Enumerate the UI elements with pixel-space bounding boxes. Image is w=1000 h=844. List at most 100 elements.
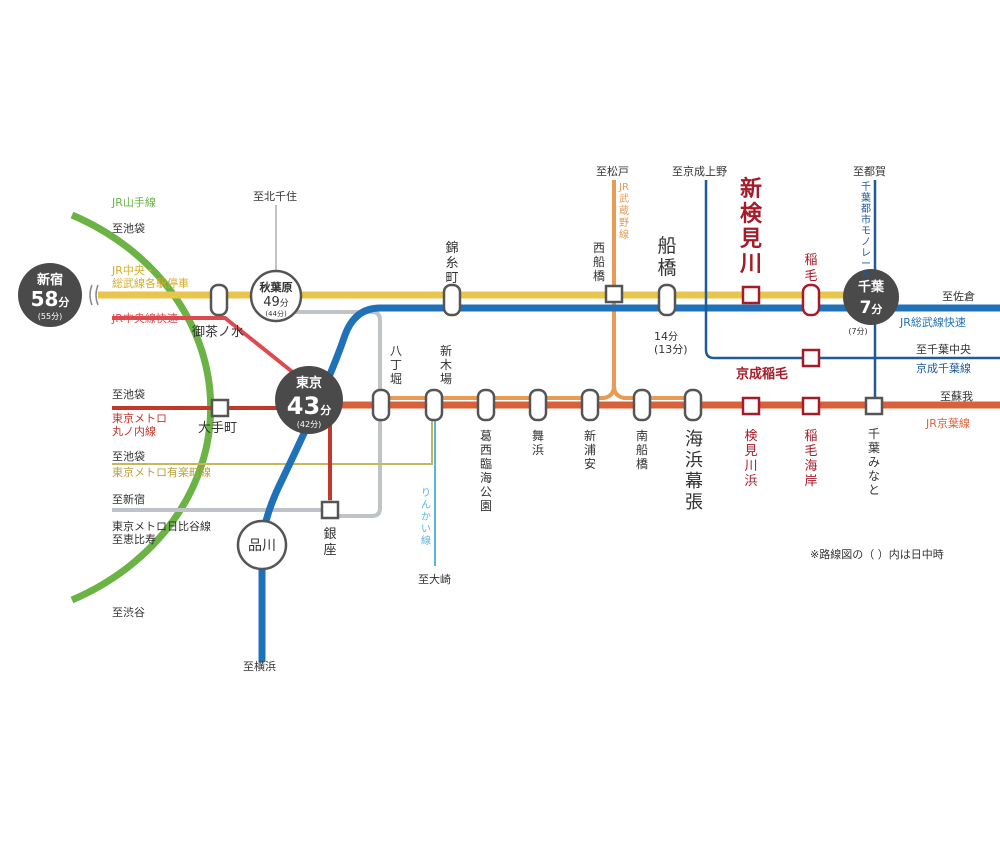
line-musashino — [380, 180, 616, 400]
shinurayasu-label-char: 浦 — [584, 443, 596, 457]
musashino-label-char: JR — [618, 182, 629, 193]
minamifunabashi-label-char: 南 — [636, 428, 648, 443]
station-marker-funabashi[interactable] — [657, 283, 677, 317]
station-marker-ochanomizu[interactable] — [209, 283, 229, 317]
ochanomizu-label: 御茶ノ水 — [192, 324, 244, 340]
kinshicho-label-char: 錦 — [445, 240, 458, 256]
shinagawa-name: 品川 — [248, 538, 276, 554]
inagekaigan-label-char: 稲 — [804, 429, 817, 444]
inage-label-char: 毛 — [804, 269, 817, 284]
dest-shibuya: 至渋谷 — [112, 606, 145, 619]
note: ※路線図の（ ）内は日中時 — [810, 547, 944, 561]
nishifunabashi-label-char: 西 — [593, 241, 605, 255]
rinkai-label-char: い — [421, 524, 431, 535]
inagekaigan-label-char: 岸 — [804, 474, 817, 489]
rinkai-label-char: 線 — [421, 534, 431, 547]
maihama-label-char: 浜 — [532, 443, 544, 457]
kemigawahama-label-char: 見 — [744, 444, 757, 459]
shinkemigawa-label-char: 見 — [740, 227, 762, 252]
station-marker-shinurayasu[interactable] — [580, 388, 600, 422]
dest-ikebukuro-2: 至池袋 — [112, 387, 145, 401]
kemigawahama-label-char: 川 — [744, 459, 757, 474]
station-marker-akihabara[interactable] — [249, 269, 303, 323]
akihabara-time: 49分 — [263, 295, 289, 310]
monorail-label-char: ー — [861, 259, 871, 270]
funabashi-label-char: 橋 — [657, 257, 676, 279]
hub-labels: 新宿 58分 (55分) 秋葉原 49分 (44分) 東京 43分 (42分) … — [31, 272, 885, 554]
station-marker-kasairinkai[interactable] — [476, 388, 496, 422]
kaihinmakuhari-label-char: 張 — [685, 492, 703, 513]
dest-shinjuku: 至新宿 — [112, 492, 145, 506]
shinjuku-sub: (55分) — [38, 312, 62, 321]
line-yurakucho — [112, 410, 433, 465]
chibaminato-label-char: 葉 — [868, 441, 880, 455]
kinshicho-label-char: 町 — [445, 271, 458, 286]
hatchobori-label-char: 八 — [390, 344, 402, 358]
hatchobori-label-char: 堀 — [390, 371, 402, 386]
ginza-label-char: 銀 — [323, 527, 336, 542]
station-marker-minamifunabashi[interactable] — [632, 388, 652, 422]
nishifunabashi-label-char: 橋 — [593, 269, 605, 283]
horizontal-labels: JR山手線 至池袋 JR中央・ 総武線各駅停車 JR中央線快速 御茶ノ水 至池袋… — [111, 164, 975, 673]
dest-sakura: 至佐倉 — [942, 289, 975, 303]
station-marker-kaihinmakuhari[interactable] — [683, 388, 703, 422]
funabashi-label-char: 船 — [657, 235, 676, 257]
shinurayasu-label-char: 新 — [584, 428, 596, 443]
station-marker-shinjuku[interactable] — [18, 263, 82, 327]
station-marker-shinkiba[interactable] — [424, 388, 444, 422]
chiba-name: 千葉 — [858, 279, 885, 295]
station-marker-inage[interactable] — [801, 283, 821, 317]
yurakucho-label: 東京メトロ有楽町線 — [112, 465, 211, 479]
kemigawahama-label-char: 浜 — [744, 474, 757, 489]
station-marker-hatchobori[interactable] — [371, 388, 391, 422]
chiba-sub: (7分) — [848, 327, 867, 336]
yamanote-label: JR山手線 — [111, 195, 156, 209]
station-marker-kemigawahama[interactable] — [741, 396, 761, 416]
monorail-label-char: モ — [861, 226, 871, 237]
kasairinkai-label-char: 葛 — [480, 429, 492, 443]
tokyo-time: 43分 — [287, 392, 331, 420]
kasairinkai-label-char: 公 — [480, 485, 492, 499]
keisei-chiba-label: 京成千葉線 — [916, 361, 971, 375]
monorail-label-char: 都 — [861, 203, 871, 215]
station-marker-shinagawa[interactable] — [236, 519, 288, 571]
station-marker-nishifunabashi[interactable] — [604, 284, 624, 304]
shinkiba-label-char: 場 — [440, 372, 452, 386]
dest-soga: 至蘇我 — [940, 390, 973, 403]
station-marker-tokyo[interactable] — [275, 366, 343, 434]
dest-matsudo: 至松戸 — [596, 164, 629, 178]
keisei-inage-label: 京成稲毛 — [736, 366, 788, 382]
chibaminato-label-char: と — [868, 483, 880, 497]
inagekaigan-label-char: 毛 — [804, 444, 817, 459]
minamifunabashi-label-char: 船 — [636, 443, 648, 457]
station-marker-kinshicho[interactable] — [442, 283, 462, 317]
station-marker-otemachi[interactable] — [210, 398, 230, 418]
musashino-label-char: 野 — [619, 217, 629, 229]
chibaminato-label-char: み — [868, 455, 880, 469]
dest-ikebukuro-3: 至池袋 — [112, 449, 145, 463]
station-marker-ginza[interactable] — [320, 500, 340, 520]
akihabara-sub: (44分) — [265, 309, 287, 318]
inagekaigan-label-char: 海 — [804, 459, 817, 474]
inage-label-char: 稲 — [804, 253, 817, 268]
line-chuo-rapid — [112, 316, 302, 380]
station-marker-shinkemigawa[interactable] — [741, 285, 761, 305]
dest-chiba-chuo: 至千葉中央 — [916, 342, 971, 356]
station-marker-inagekaigan[interactable] — [801, 396, 821, 416]
station-marker-chibaminato[interactable] — [864, 396, 884, 416]
station-marker-chiba[interactable] — [843, 269, 899, 325]
station-marker-maihama[interactable] — [528, 388, 548, 422]
tokyo-sub: (42分) — [297, 420, 321, 429]
funabashi-sub: (13分) — [654, 343, 688, 356]
dest-keisei-ueno: 至京成上野 — [672, 164, 727, 178]
tokyo-name: 東京 — [296, 375, 322, 391]
nishifunabashi-label-char: 船 — [593, 255, 605, 269]
dest-ebisu-2: 至恵比寿 — [112, 532, 156, 546]
station-marker-keisei-inage[interactable] — [801, 348, 821, 368]
kaihinmakuhari-label-char: 海 — [685, 429, 703, 450]
monorail-label-char: ル — [861, 270, 871, 281]
dest-yokohama: 至横浜 — [243, 659, 276, 673]
kaihinmakuhari-label-char: 幕 — [685, 471, 703, 492]
musashino-label-char: 武 — [619, 192, 629, 205]
